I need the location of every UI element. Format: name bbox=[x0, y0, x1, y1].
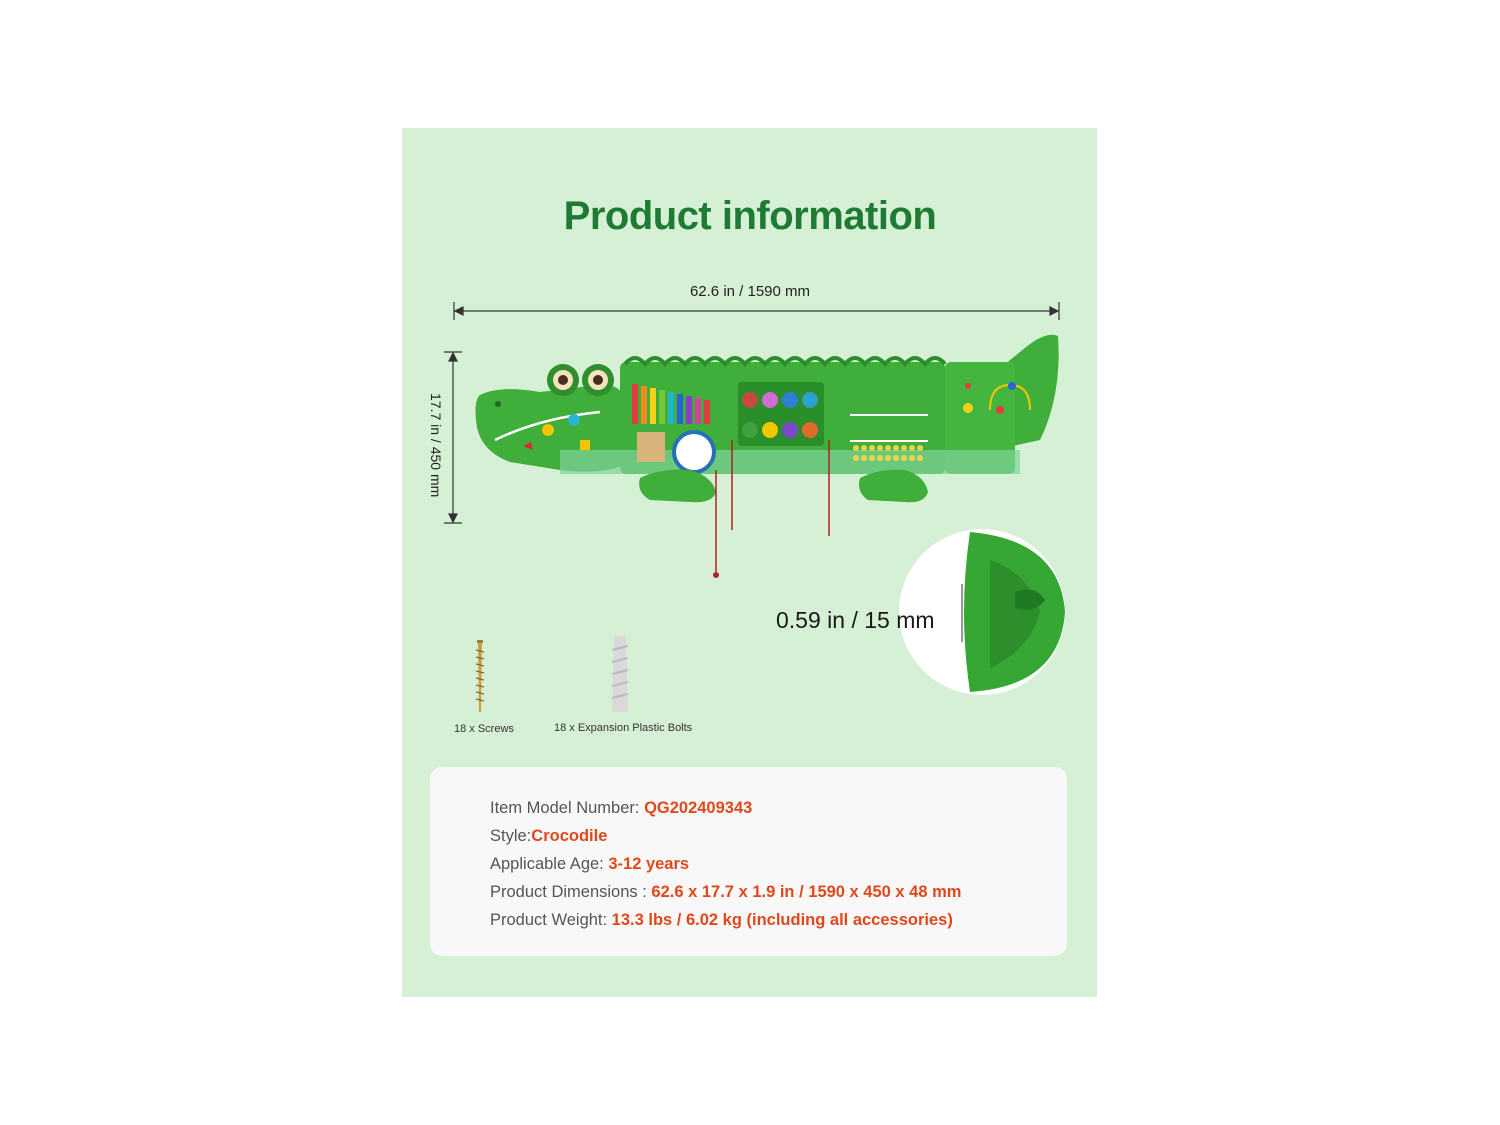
style-value: Crocodile bbox=[531, 827, 608, 845]
spec-row-weight: Product Weight: 13.3 lbs / 6.02 kg (incl… bbox=[490, 911, 953, 929]
width-dimension-line bbox=[453, 302, 1060, 320]
page-title: Product information bbox=[563, 194, 937, 238]
abacus bbox=[850, 414, 928, 461]
xylophone-bars bbox=[632, 384, 710, 424]
plastic-bolt-icon bbox=[611, 636, 629, 712]
spec-row-age: Applicable Age: 3-12 years bbox=[490, 855, 690, 873]
spec-card: Item Model Number: QG202409343 Style:Cro… bbox=[430, 767, 1067, 956]
age-value: 3-12 years bbox=[608, 855, 690, 873]
model-number: QG202409343 bbox=[644, 799, 753, 817]
height-dimension-line bbox=[444, 351, 462, 524]
screw-icon bbox=[475, 640, 485, 712]
crocodile-board bbox=[475, 334, 1059, 578]
plastic-bolts-label: 18 x Expansion Plastic Bolts bbox=[554, 722, 693, 734]
spec-row-style: Style:Crocodile bbox=[490, 827, 608, 845]
screws-label: 18 x Screws bbox=[454, 723, 514, 735]
weight-value: 13.3 lbs / 6.02 kg (including all access… bbox=[611, 911, 953, 929]
spec-row-dimensions: Product Dimensions : 62.6 x 17.7 x 1.9 i… bbox=[490, 883, 962, 901]
width-dimension-label: 62.6 in / 1590 mm bbox=[689, 283, 811, 300]
color-cups bbox=[742, 392, 818, 438]
dimensions-value: 62.6 x 17.7 x 1.9 in / 1590 x 450 x 48 m… bbox=[651, 883, 962, 901]
thickness-label: 0.59 in / 15 mm bbox=[776, 607, 935, 633]
thickness-detail bbox=[899, 529, 1065, 695]
spec-row-model: Item Model Number: QG202409343 bbox=[490, 799, 753, 817]
